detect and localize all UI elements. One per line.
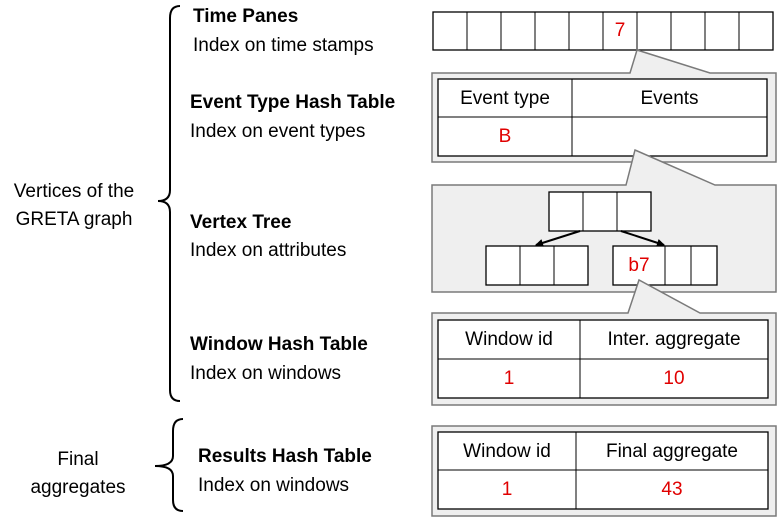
event-type-table-grid <box>437 78 768 157</box>
tree-edge-right <box>620 230 665 247</box>
tree-edge-left <box>535 230 581 247</box>
inter-aggregate-cell: 10 <box>663 368 685 389</box>
time-pane-cell-value: 7 <box>614 20 626 41</box>
results-table-grid <box>437 431 769 510</box>
window-hash-title: Window Hash Table <box>190 334 368 355</box>
time-panes-subtitle: Index on time stamps <box>193 35 374 56</box>
vertex-tree-left-leaf <box>485 245 589 286</box>
final-aggregates-group-label: Final aggregates <box>30 449 126 498</box>
event-type-hash-subtitle: Index on event types <box>190 121 366 142</box>
vertex-tree-subtitle: Index on attributes <box>190 240 347 261</box>
results-hash-subtitle: Index on windows <box>198 475 350 496</box>
results-hash-title: Results Hash Table <box>198 446 372 467</box>
event-type-hash-title: Event Type Hash Table <box>190 92 396 113</box>
window-table-grid <box>437 319 769 399</box>
vertex-tree-title: Vertex Tree <box>190 212 292 233</box>
final-aggregate-cell: 43 <box>661 479 683 500</box>
vertex-tree-right-leaf <box>612 245 718 286</box>
event-type-cell: B <box>498 126 512 147</box>
window-id-header: Window id <box>465 329 553 350</box>
results-window-id-header: Window id <box>463 441 551 462</box>
aggregates-brace <box>154 418 184 512</box>
inter-aggregate-header: Inter. aggregate <box>607 329 741 350</box>
time-panes-array <box>432 11 774 51</box>
vertices-brace <box>157 5 181 402</box>
results-window-id-cell: 1 <box>501 479 513 500</box>
vertices-group-label: Vertices of the GRETA graph <box>13 181 135 230</box>
event-type-header: Event type <box>460 88 550 109</box>
time-panes-title: Time Panes <box>193 6 299 27</box>
final-aggregate-header: Final aggregate <box>605 441 739 462</box>
vertex-tree-leaf-value: b7 <box>628 255 650 276</box>
events-header: Events <box>640 88 699 109</box>
window-hash-subtitle: Index on windows <box>190 363 342 384</box>
window-id-cell: 1 <box>503 368 515 389</box>
vertex-tree-root-node <box>548 191 652 232</box>
